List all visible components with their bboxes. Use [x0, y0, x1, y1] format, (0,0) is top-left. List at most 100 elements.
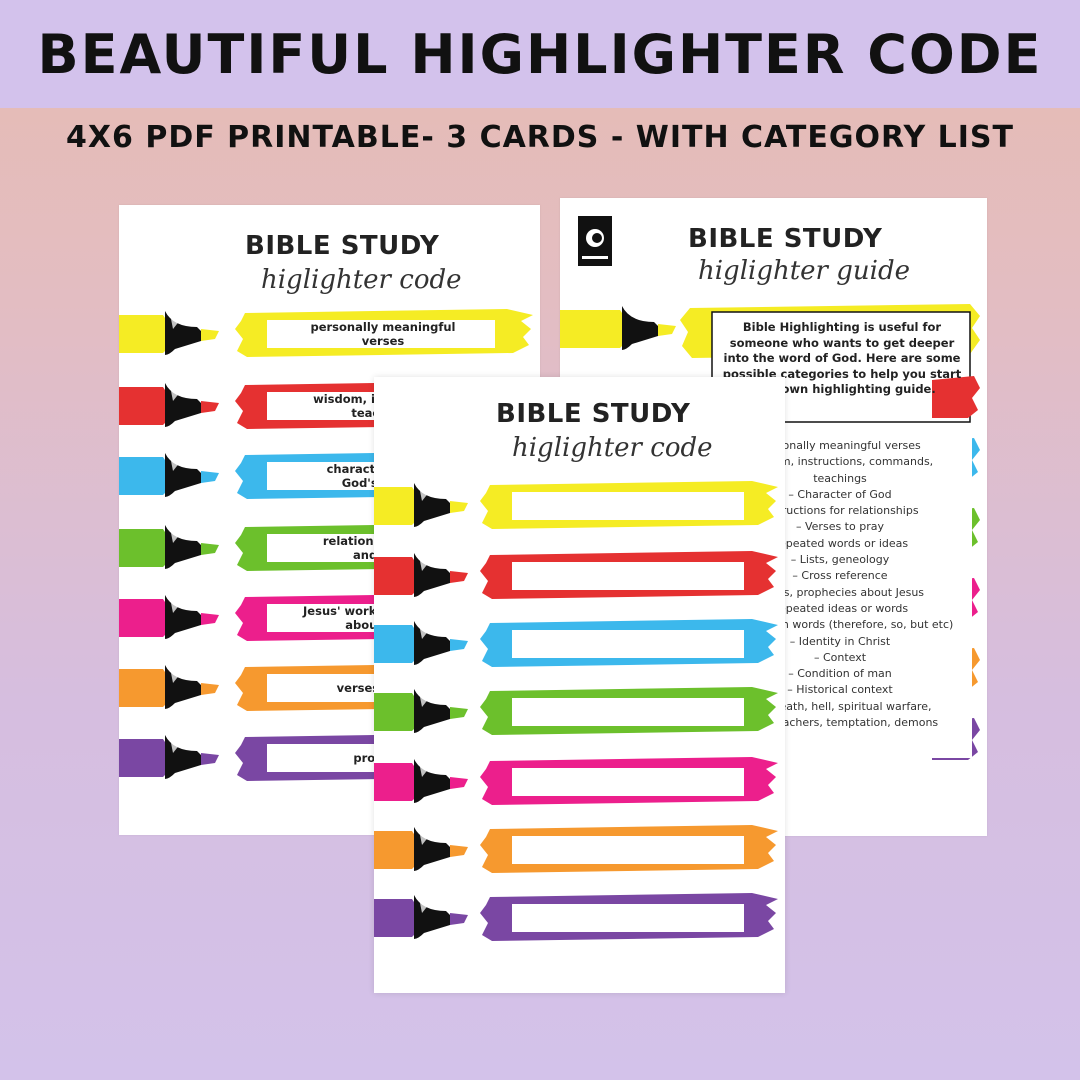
- marker-body: [119, 387, 167, 425]
- guide-intro-text: Bible Highlighting is useful for someone…: [722, 320, 962, 396]
- label-box: [512, 698, 744, 726]
- marker-body: [119, 315, 167, 353]
- marker-glint: [171, 319, 181, 329]
- marker-glint: [420, 697, 430, 707]
- marker-tip: [165, 735, 205, 779]
- marker-glint: [171, 603, 181, 613]
- marker-body: [374, 693, 416, 731]
- marker-glint: [420, 629, 430, 639]
- category-list-item: – Verses to pray: [796, 520, 884, 534]
- category-list-item: – Historical context: [787, 683, 893, 697]
- marker-body: [374, 625, 416, 663]
- brand-logo: [578, 216, 612, 266]
- marker-body: [374, 487, 416, 525]
- marker-ink-tip: [450, 913, 468, 925]
- main-title: BEAUTIFUL HIGHLIGHTER CODE: [37, 22, 1043, 86]
- marker-ink-tip: [450, 845, 468, 857]
- marker-body: [119, 599, 167, 637]
- category-list-item: Instructions for relationships: [761, 504, 919, 518]
- marker-tip: [414, 827, 454, 871]
- marker-tip: [165, 525, 205, 569]
- label-box: [512, 630, 744, 658]
- category-list-item: teachings: [813, 471, 867, 485]
- marker-body: [119, 529, 167, 567]
- marker-ink-tip: [450, 501, 468, 513]
- marker-tip: [414, 689, 454, 733]
- marker-ink-tip: [201, 543, 219, 555]
- marker-ink-tip: [201, 329, 219, 341]
- highlighter-markers: [560, 304, 980, 760]
- marker-ink-tip: [658, 324, 676, 336]
- label-box: [512, 492, 744, 520]
- category-list-item: – Context: [813, 650, 867, 664]
- category-list-item: Sin, death, hell, spiritual warfare,: [748, 699, 932, 713]
- marker-tip: [622, 306, 662, 350]
- marker-glint: [171, 533, 181, 543]
- marker-tip: [165, 453, 205, 497]
- title-band: BEAUTIFUL HIGHLIGHTER CODE: [0, 0, 1080, 108]
- list-panel: [780, 428, 972, 758]
- marker-body: [374, 557, 416, 595]
- label-box: [512, 768, 744, 796]
- card-script-subtitle: higlighter code: [512, 433, 713, 463]
- highlighter-row: [374, 551, 778, 599]
- marker-tip: [414, 759, 454, 803]
- brand-logo-icon: [582, 229, 608, 259]
- marker-glint: [171, 743, 181, 753]
- label-box: [267, 320, 495, 348]
- marker-body: [374, 831, 416, 869]
- highlighter-row: [374, 619, 778, 667]
- card-title: BIBLE STUDY: [245, 231, 440, 261]
- marker-tip: [414, 895, 454, 939]
- highlighter-row: [560, 304, 980, 423]
- category-list-item: Repeated ideas or words: [771, 601, 909, 615]
- marker-glint: [171, 673, 181, 683]
- marker-ink-tip: [450, 707, 468, 719]
- marker-tip: [414, 483, 454, 527]
- marker-glint: [420, 561, 430, 571]
- marker-body: [374, 899, 416, 937]
- marker-tip: [165, 595, 205, 639]
- category-label-line: verses: [361, 334, 405, 348]
- category-list-item: – Cross reference: [792, 569, 888, 583]
- marker-glint: [420, 767, 430, 777]
- label-box: [512, 904, 744, 932]
- marker-ink-tip: [450, 571, 468, 583]
- marker-ink-tip: [201, 683, 219, 695]
- category-list-item: – Character of God: [788, 487, 892, 501]
- marker-tip: [165, 383, 205, 427]
- marker-tip: [414, 621, 454, 665]
- marker-ink-tip: [201, 401, 219, 413]
- subtitle: 4X6 PDF PRINTABLE- 3 CARDS - WITH CATEGO…: [66, 120, 1014, 155]
- marker-body: [560, 310, 624, 348]
- marker-glint: [171, 391, 181, 401]
- category-list-item: false teachers, temptation, demons: [741, 716, 939, 730]
- marker-ink-tip: [450, 777, 468, 789]
- highlighter-row: [374, 893, 778, 941]
- marker-body: [119, 457, 167, 495]
- highlighter-row: [374, 687, 778, 735]
- category-list-item: Repeated words or ideas: [771, 536, 909, 550]
- highlighter-row: [374, 481, 778, 529]
- category-list-item: Wisdom, instructions, commands,: [746, 455, 934, 469]
- marker-glint: [171, 461, 181, 471]
- highlighter-row: [119, 309, 533, 357]
- marker-glint: [420, 835, 430, 845]
- marker-ink-tip: [201, 613, 219, 625]
- marker-body: [374, 763, 416, 801]
- card-title: BIBLE STUDY: [496, 399, 691, 429]
- highlighter-markers: [374, 481, 778, 941]
- marker-body: [119, 669, 167, 707]
- card-script-subtitle: higlighter code: [261, 265, 462, 295]
- category-list-item: Works, prophecies about Jesus: [755, 585, 925, 599]
- category-list-item: – Identity in Christ: [789, 634, 891, 648]
- marker-tip: [165, 311, 205, 355]
- category-list-item: – Lists, geneology: [790, 553, 890, 567]
- marker-ink-tip: [201, 753, 219, 765]
- label-box: [512, 836, 744, 864]
- card-highlighter-code-blank: BIBLE STUDY higlighter code: [374, 377, 785, 993]
- card-title: BIBLE STUDY: [688, 224, 883, 254]
- highlighter-row: [374, 757, 778, 805]
- marker-ink-tip: [450, 639, 468, 651]
